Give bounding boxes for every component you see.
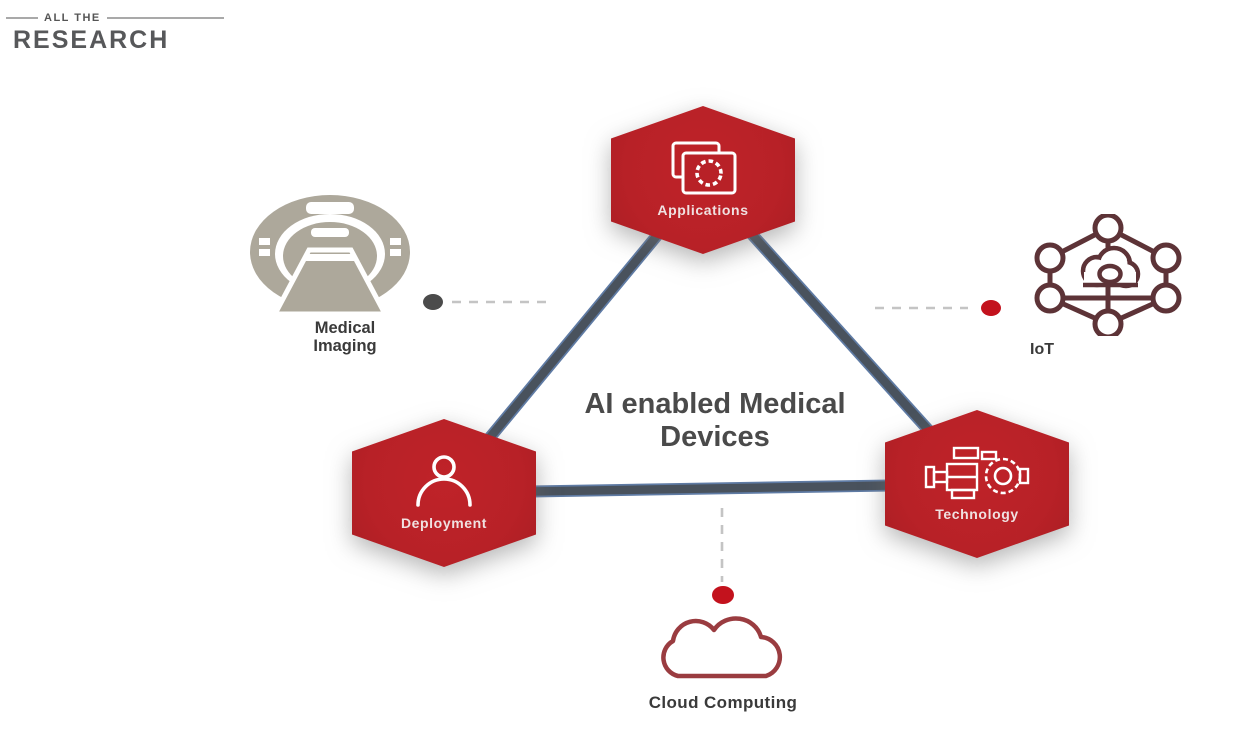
iot-label: IoT: [1030, 341, 1054, 358]
logo-text-bottom: RESEARCH: [13, 26, 170, 54]
iot-dot: [981, 300, 1001, 316]
logo-text-top: ALL THE: [44, 12, 101, 24]
machine-engine-icon: [924, 444, 1030, 502]
cloud-computing-label: Cloud Computing: [648, 693, 798, 712]
cloud-dot: [712, 586, 734, 604]
diagram-title: AI enabled Medical Devices: [480, 388, 950, 455]
hexagon-label: Applications: [657, 202, 749, 218]
cloud-icon: [661, 616, 783, 679]
hexagon-deployment-shape: Deployment: [352, 419, 536, 567]
medical-imaging-label-line1: Medical: [314, 319, 376, 337]
logo-rule-left: [6, 17, 38, 19]
diagram-title-line2: Devices: [660, 421, 770, 454]
hexagon-applications-shape: Applications: [611, 106, 795, 254]
hexagon-label: Deployment: [400, 515, 488, 531]
medical-imaging-dot: [423, 294, 443, 310]
hexagon-applications: Applications: [611, 106, 795, 254]
mri-scanner-icon: [250, 195, 410, 317]
hexagon-technology: Technology: [885, 410, 1069, 558]
person-icon: [412, 453, 476, 511]
hexagon-technology-shape: Technology: [885, 410, 1069, 558]
all-the-research-logo: ALL THE RESEARCH: [6, 12, 224, 55]
medical-imaging-label-line2: Imaging: [313, 336, 377, 355]
hexagon-label: Technology: [935, 506, 1019, 522]
app-windows-gear-icon: [664, 140, 742, 198]
hexagon-deployment: Deployment: [352, 419, 536, 567]
medical-imaging-label: Medical Imaging: [283, 319, 407, 356]
logo-top-row: ALL THE: [6, 12, 224, 24]
diagram-title-line1: AI enabled Medical: [584, 388, 846, 420]
logo-rule-right: [106, 17, 224, 19]
iot-network-icon: [1034, 214, 1182, 336]
